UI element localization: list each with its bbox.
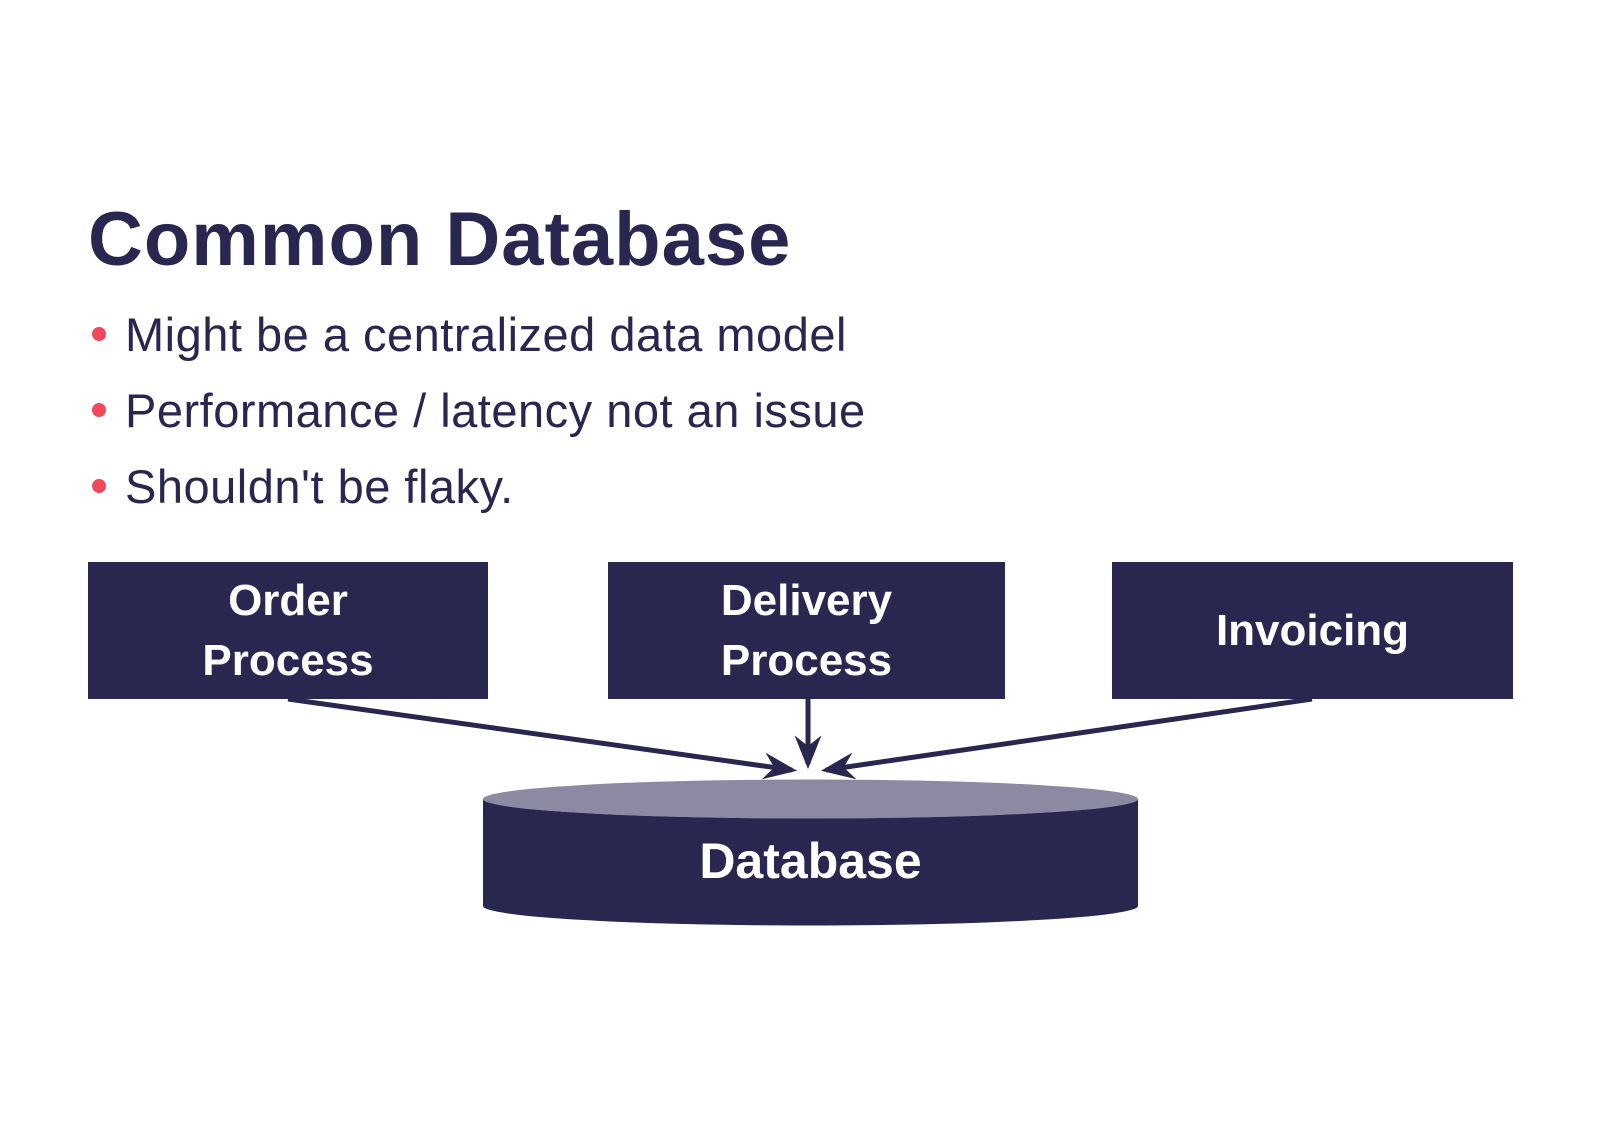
node-label: Order Process — [202, 575, 374, 685]
bullet-dot-icon — [92, 479, 106, 493]
arrow-order-to-database — [287, 696, 798, 780]
bullet-dot-icon — [92, 327, 106, 341]
node-order-process: Order Process — [88, 562, 488, 699]
node-label: Invoicing — [1215, 605, 1410, 655]
slide-title: Common Database — [88, 197, 792, 282]
node-delivery-process: Delivery Process — [608, 562, 1005, 699]
bullet-item: Shouldn't be flaky. — [88, 448, 866, 524]
bullet-text: Shouldn't be flaky. — [125, 459, 514, 513]
connector-arrows — [287, 696, 1313, 780]
bullet-text: Might be a centralized data model — [125, 307, 847, 361]
bullet-item: Might be a centralized data model — [88, 296, 866, 372]
arrow-invoicing-to-database — [820, 696, 1313, 780]
node-label: Delivery Process — [720, 575, 893, 685]
database-label: Database — [699, 833, 922, 889]
bullet-dot-icon — [92, 403, 106, 417]
bullet-item: Performance / latency not an issue — [88, 372, 866, 448]
node-invoicing: Invoicing — [1112, 562, 1513, 699]
bullet-text: Performance / latency not an issue — [125, 383, 866, 437]
bullet-list: Might be a centralized data model Perfor… — [88, 296, 866, 524]
